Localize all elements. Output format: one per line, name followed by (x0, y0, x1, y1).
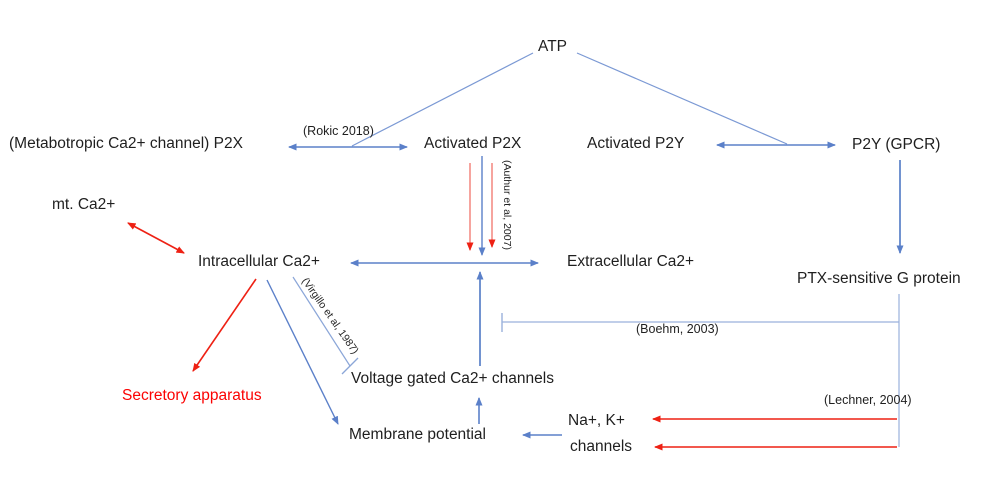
node-extracellular-ca2: Extracellular Ca2+ (567, 253, 695, 270)
node-secretory-apparatus: Secretory apparatus (122, 387, 262, 404)
tbar-virgilio-inhibition (341, 357, 359, 375)
node-membrane-potential: Membrane potential (349, 426, 486, 443)
node-mt-ca2: mt. Ca2+ (52, 196, 116, 213)
line-atp-to-p2y-gpcr (576, 52, 788, 145)
node-metabotropic-p2x: (Metabotropic Ca2+ channel) P2X (9, 135, 243, 152)
node-ptx-sensitive-g-protein: PTX-sensitive G protein (797, 270, 961, 287)
line-atp-to-activated-p2x (351, 52, 534, 147)
node-na-k-channels-line1: Na+, K+ (568, 412, 625, 429)
reference-rokic-2018: (Rokic 2018) (303, 124, 374, 138)
arrow-mtca-intracellular (127, 222, 185, 254)
node-atp: ATP (538, 38, 567, 55)
arrow-intracellular-membrane-potential (266, 279, 339, 425)
node-intracellular-ca2: Intracellular Ca2+ (198, 253, 320, 270)
node-na-k-channels-line2: channels (570, 438, 633, 455)
arrow-intracellular-secretory (192, 278, 257, 372)
reference-boehm-2003: (Boehm, 2003) (636, 322, 719, 336)
reference-lechner-2004: (Lechner, 2004) (824, 393, 912, 407)
node-voltage-gated-ca2-channels: Voltage gated Ca2+ channels (351, 370, 554, 387)
reference-authur-2007: (Authur et al, 2007) (501, 160, 514, 250)
node-p2y-gpcr: P2Y (GPCR) (852, 136, 941, 153)
node-activated-p2x: Activated P2X (424, 135, 522, 152)
node-activated-p2y: Activated P2Y (587, 135, 685, 152)
line-virgilio-inhibition (292, 276, 351, 367)
